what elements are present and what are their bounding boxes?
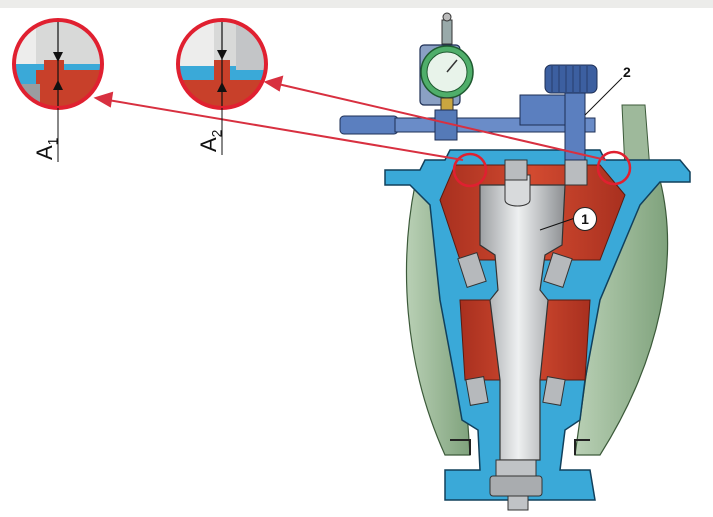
callout-1: 1 [573,207,597,231]
indicator-fixture [339,64,598,161]
label-a1: A1 [32,138,60,160]
spindle [479,184,566,461]
label-a1-main: A [32,145,57,160]
dial-indicator-icon [419,12,474,119]
leader-arrows [93,75,607,161]
top-band [0,0,713,8]
callout-2: 2 [623,64,631,80]
label-a2-sub: 2 [208,129,225,138]
label-a2: A2 [196,130,224,152]
label-a1-sub: 1 [44,137,61,146]
tire-right [574,179,669,456]
detail-a2 [176,18,268,155]
label-a2-main: A [196,137,221,152]
callout-circle-a1 [452,152,488,188]
knob-icon [551,66,588,92]
axle-nut [489,459,543,511]
roller-bearings [457,252,573,406]
detail-a1 [12,18,104,162]
callout-circle-a2 [596,150,632,186]
